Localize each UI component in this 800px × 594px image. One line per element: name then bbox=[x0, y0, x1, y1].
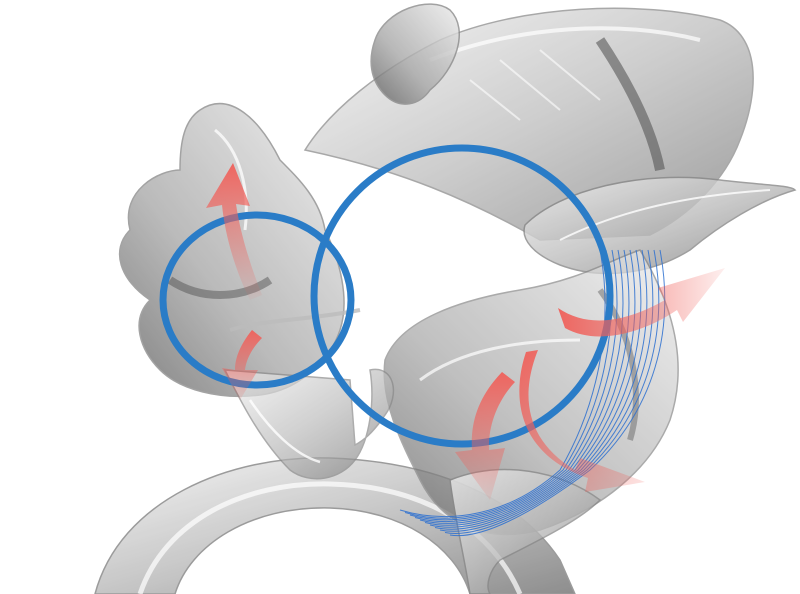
arrow-down-center bbox=[455, 372, 515, 500]
glass-sculpture bbox=[94, 3, 797, 594]
glass-leaf-right bbox=[523, 176, 797, 275]
large-circulation-loop bbox=[310, 144, 614, 448]
glass-teapot-handle bbox=[370, 3, 460, 105]
glass-leaf-bottom bbox=[449, 468, 602, 594]
small-circulation-loop bbox=[159, 211, 355, 389]
flow-arrows bbox=[206, 163, 725, 500]
arrow-down-left bbox=[222, 330, 262, 400]
arrow-up-left bbox=[206, 163, 262, 300]
arrow-down-right bbox=[519, 350, 645, 492]
arrow-right bbox=[558, 268, 725, 337]
flow-loops bbox=[159, 144, 614, 448]
